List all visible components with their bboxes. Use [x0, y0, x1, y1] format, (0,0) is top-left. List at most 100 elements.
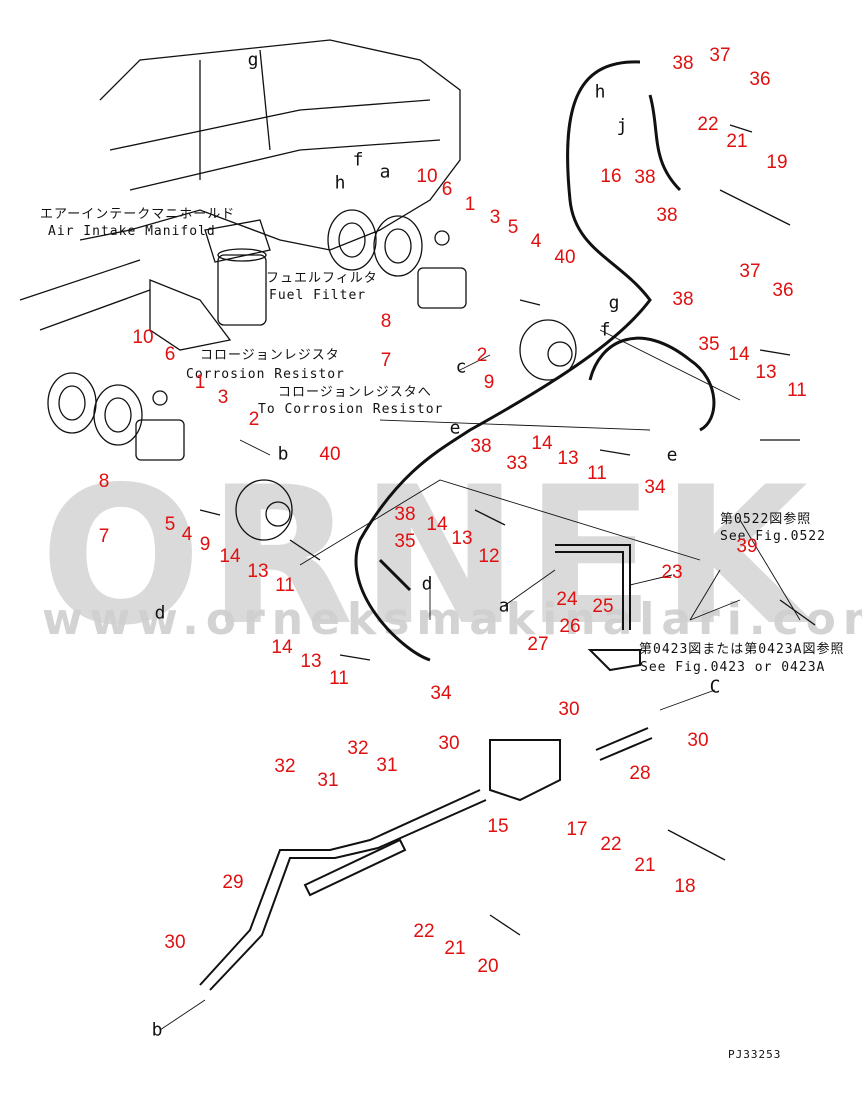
callout-number: 36 — [772, 280, 794, 301]
callout-number: 21 — [444, 938, 466, 959]
reference-letter: c — [455, 356, 467, 378]
reference-letter: b — [151, 1019, 163, 1041]
callout-number: 36 — [749, 69, 771, 90]
watermark-url: www.orneksmakinalari.com.tr — [42, 594, 862, 645]
callout-number: 13 — [247, 561, 269, 582]
fuel-pipes — [199, 544, 653, 991]
fig0522-note-en: See Fig.0522 — [720, 529, 826, 544]
gaskets — [47, 209, 423, 446]
corrosion-resistor-heads — [135, 230, 577, 541]
callout-number: 24 — [556, 589, 578, 610]
callout-number: 7 — [380, 350, 392, 371]
callout-number: 27 — [527, 634, 549, 655]
callout-number: 37 — [709, 45, 731, 66]
callout-number: 20 — [477, 956, 499, 977]
callout-number: 30 — [558, 699, 580, 720]
reference-letter: h — [334, 172, 346, 194]
callout-number: 10 — [416, 166, 438, 187]
fuel-filter-note-en: Fuel Filter — [269, 288, 367, 303]
callout-number: 8 — [380, 311, 392, 332]
fig0522-note-jp: 第0522図参照 — [720, 512, 812, 527]
reference-letter: C — [709, 676, 721, 698]
reference-letter: e — [449, 417, 461, 439]
callout-number: 2 — [476, 345, 488, 366]
callout-number: 11 — [587, 463, 607, 484]
callout-number: 38 — [656, 205, 678, 226]
callout-number: 29 — [222, 872, 244, 893]
reference-letter: a — [498, 595, 510, 617]
callout-number: 12 — [478, 546, 500, 567]
reference-letter: g — [608, 292, 620, 314]
callout-number: 14 — [426, 514, 448, 535]
callout-number: 22 — [413, 921, 435, 942]
corrosion-note-en: Corrosion Resistor — [186, 367, 345, 382]
reference-letter: j — [616, 115, 628, 137]
reference-letter: e — [666, 444, 678, 466]
wire-harness — [354, 60, 716, 662]
fig0423-note-jp: 第0423図または第0423A図参照 — [639, 642, 845, 657]
callout-number: 21 — [726, 131, 748, 152]
callout-number: 34 — [644, 477, 666, 498]
callout-number: 9 — [199, 534, 211, 555]
callout-number: 40 — [554, 247, 576, 268]
callout-number: 38 — [470, 436, 492, 457]
callout-number: 17 — [566, 819, 588, 840]
callout-number: 3 — [217, 387, 229, 408]
callout-number: 13 — [451, 528, 473, 549]
fuel-filter — [149, 219, 271, 351]
callout-number: 38 — [634, 167, 656, 188]
callout-number: 15 — [487, 816, 509, 837]
callout-number: 28 — [629, 763, 651, 784]
callout-number: 6 — [441, 179, 453, 200]
callout-number: 18 — [674, 876, 696, 897]
callout-number: 21 — [634, 855, 656, 876]
watermark-logo: ORNEK — [40, 446, 814, 667]
fuel-filter-note-jp: フュエルフィルタ — [266, 271, 378, 286]
callout-number: 13 — [755, 362, 777, 383]
callout-number: 4 — [181, 524, 193, 545]
callout-number: 14 — [728, 344, 750, 365]
callout-number: 37 — [739, 261, 761, 282]
callout-number: 14 — [271, 637, 293, 658]
callout-number: 31 — [376, 755, 398, 776]
callout-number: 22 — [697, 114, 719, 135]
callout-number: 8 — [98, 471, 110, 492]
callout-number: 7 — [98, 526, 110, 547]
corrosion-note-jp: コロージョンレジスタ — [200, 348, 340, 363]
reference-letter: a — [379, 161, 391, 183]
callout-number: 25 — [592, 596, 614, 617]
callout-number: 23 — [661, 562, 683, 583]
reference-letter: g — [247, 49, 259, 71]
to-corrosion-note-jp: コロージョンレジスタへ — [278, 385, 432, 400]
callout-number: 14 — [531, 433, 553, 454]
bolts — [199, 124, 816, 936]
reference-letter: f — [599, 319, 611, 341]
callout-number: 40 — [319, 444, 341, 465]
callout-number: 2 — [248, 409, 260, 430]
drawing-number: PJ33253 — [728, 1048, 782, 1061]
air-intake-note-en: Air Intake Manifold — [48, 224, 216, 239]
callout-number: 1 — [464, 194, 476, 215]
callout-number: 11 — [329, 668, 349, 689]
callout-number: 11 — [275, 575, 295, 596]
callout-number: 14 — [219, 546, 241, 567]
callout-number: 38 — [672, 53, 694, 74]
callout-number: 11 — [787, 380, 807, 401]
callout-number: 39 — [736, 536, 758, 557]
callout-number: 30 — [438, 733, 460, 754]
callout-number: 32 — [347, 738, 369, 759]
callout-number: 13 — [300, 651, 322, 672]
callout-number: 1 — [194, 372, 206, 393]
reference-letter: b — [277, 443, 289, 465]
air-intake-note-jp: エアーインテークマニホールド — [40, 207, 236, 222]
callout-number: 30 — [164, 932, 186, 953]
callout-number: 19 — [766, 152, 788, 173]
callout-number: 6 — [164, 344, 176, 365]
callout-number: 10 — [132, 327, 154, 348]
callout-number: 26 — [559, 616, 581, 637]
callout-number: 30 — [687, 730, 709, 751]
callout-number: 38 — [672, 289, 694, 310]
reference-letter: d — [154, 602, 166, 624]
fig0423-note-en: See Fig.0423 or 0423A — [640, 660, 826, 675]
